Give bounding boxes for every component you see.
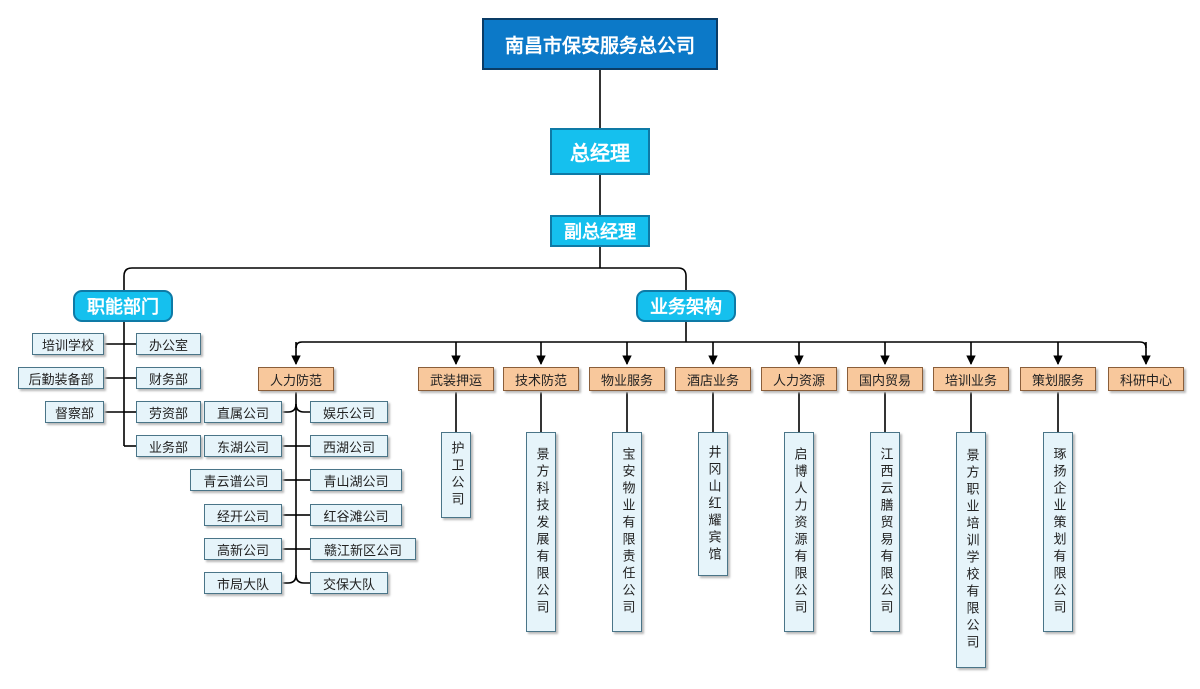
company-box: 护卫公司 (441, 432, 471, 518)
general-manager-box: 总经理 (550, 128, 650, 175)
company-box: 启博人力资源有限公司 (784, 432, 814, 632)
category-box: 科研中心 (1108, 367, 1184, 391)
company-box: 景方职业培训学校有限公司 (956, 432, 986, 668)
branch-box: 红谷滩公司 (310, 504, 402, 526)
dept-box: 财务部 (136, 367, 201, 389)
dept-box: 培训学校 (32, 333, 104, 355)
functional-departments-title: 职能部门 (73, 290, 173, 322)
company-box: 井冈山红耀宾馆 (698, 432, 728, 576)
company-box: 宝安物业有限责任公司 (612, 432, 642, 632)
category-box: 人力防范 (258, 367, 334, 391)
branch-box: 市局大队 (204, 572, 282, 594)
branch-box: 青云谱公司 (190, 469, 282, 491)
dept-box: 劳资部 (136, 401, 201, 423)
company-box: 琢扬企业策划有限公司 (1043, 432, 1073, 632)
branch-box: 经开公司 (204, 504, 282, 526)
branch-box: 青山湖公司 (310, 469, 402, 491)
branch-box: 娱乐公司 (310, 401, 388, 423)
category-box: 技术防范 (503, 367, 579, 391)
dept-box: 办公室 (136, 333, 201, 355)
dept-box: 业务部 (136, 435, 201, 457)
branch-box: 交保大队 (310, 572, 388, 594)
category-box: 培训业务 (933, 367, 1009, 391)
category-box: 人力资源 (761, 367, 837, 391)
branch-box: 高新公司 (204, 538, 282, 560)
branch-box: 赣江新区公司 (310, 538, 416, 560)
branch-box: 直属公司 (204, 401, 282, 423)
company-box: 江西云膳贸易有限公司 (870, 432, 900, 632)
category-box: 物业服务 (589, 367, 665, 391)
category-box: 国内贸易 (847, 367, 923, 391)
branch-box: 东湖公司 (204, 435, 282, 457)
dept-box: 督察部 (45, 401, 104, 423)
business-architecture-title: 业务架构 (636, 290, 736, 322)
category-box: 武装押运 (418, 367, 494, 391)
dept-box: 后勤装备部 (18, 367, 104, 389)
branch-box: 西湖公司 (310, 435, 388, 457)
category-box: 酒店业务 (675, 367, 751, 391)
deputy-manager-box: 副总经理 (550, 215, 650, 247)
category-box: 策划服务 (1020, 367, 1096, 391)
root-company-box: 南昌市保安服务总公司 (482, 18, 718, 70)
company-box: 景方科技发展有限公司 (526, 432, 556, 632)
